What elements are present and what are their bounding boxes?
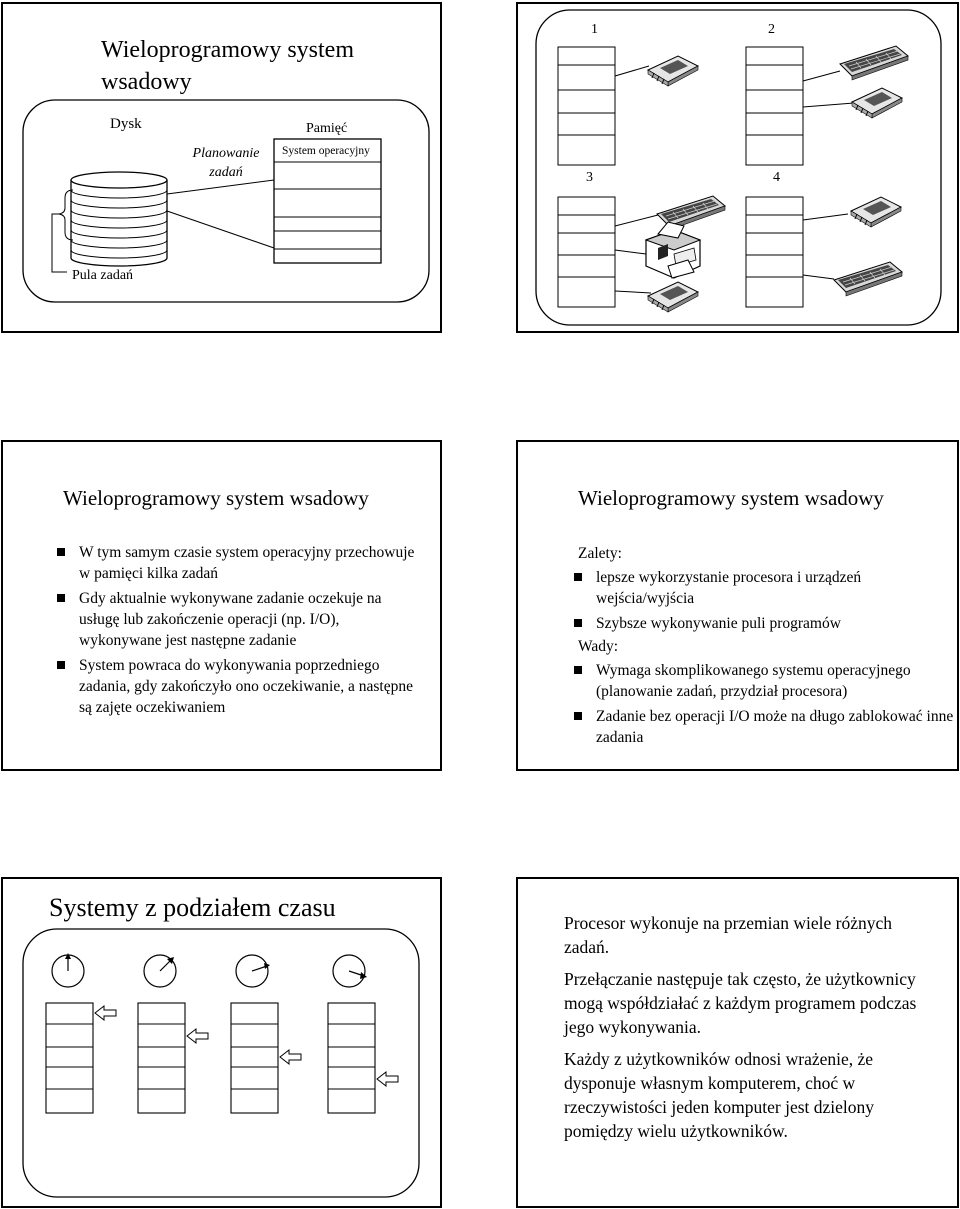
slide-time-sharing-description: Procesor wykonuje na przemian wiele różn… [516,877,959,1208]
disk-label: Dysk [110,116,142,132]
bullet-text: Zadanie bez operacji I/O może na długo z… [596,708,954,746]
cons-label: Wady: [578,638,619,655]
scheduling-line-2: zadań [209,165,243,180]
bullet-square-icon [574,712,582,720]
list-item: Gdy aktualnie wykonywane zadanie oczekuj… [55,588,415,651]
keyboard-icon [839,45,909,81]
title-line-1: Wieloprogramowy system [101,37,354,63]
label-2: 2 [768,22,775,37]
memory-label: Pamięć [306,121,348,136]
os-label: System operacyjny [282,145,370,157]
bullet-square-icon [574,573,582,581]
label-3: 3 [586,170,593,185]
label-4: 4 [773,170,780,185]
pros-list: lepsze wykorzystanie procesora i urządze… [572,567,952,638]
slide-batch-diagram: Wieloprogramowy system wsadowy Dysk Plan… [1,2,442,333]
bullet-square-icon [574,666,582,674]
slide-io-diagram: 1 2 3 4 [516,2,959,333]
bullet-text: Wymaga skomplikowanego systemu operacyjn… [596,662,911,700]
list-item: Zadanie bez operacji I/O może na długo z… [572,706,957,748]
slide-time-sharing-diagram: Systemy z podziałem czasu [1,877,442,1208]
chip-icon [647,281,699,313]
list-item: Szybsze wykonywanie puli programów [572,613,952,634]
slide-title: Wieloprogramowy system wsadowy [578,486,884,510]
bullet-square-icon [57,661,65,669]
slide-title: Wieloprogramowy system wsadowy [101,34,354,98]
paragraph-list: Procesor wykonuje na przemian wiele różn… [564,911,934,1151]
list-item: W tym samym czasie system operacyjny prz… [55,542,415,584]
bullet-square-icon [574,619,582,627]
list-item: Wymaga skomplikowanego systemu operacyjn… [572,660,957,702]
slide-title: Systemy z podziałem czasu [49,893,336,922]
arrow-left-icon [94,1004,117,1022]
scheduling-line-1: Planowanie [192,146,260,161]
bullet-text: System powraca do wykonywania poprzednie… [79,657,413,716]
arrow-left-icon [186,1027,209,1045]
bullet-square-icon [57,594,65,602]
cons-list: Wymaga skomplikowanego systemu operacyjn… [572,660,957,752]
label-1: 1 [591,22,598,37]
slide-batch-description: Wieloprogramowy system wsadowy W tym sam… [1,440,442,771]
time-sharing-diagram [22,928,420,1198]
chip-icon [850,196,902,228]
chip-icon [647,55,699,87]
clock-icon [332,954,367,988]
bullet-text: Szybsze wykonywanie puli programów [596,615,841,632]
scheduling-label: Planowanie zadań [186,144,266,182]
bullet-text: W tym samym czasie system operacyjny prz… [79,544,415,582]
paragraph: Każdy z użytkowników odnosi wrażenie, że… [564,1049,875,1141]
clock-icon [235,954,270,988]
bullet-text: lepsze wykorzystanie procesora i urządze… [596,569,862,607]
list-item: System powraca do wykonywania poprzednie… [55,655,415,718]
title-line-2: wsadowy [101,69,192,95]
arrow-left-icon [376,1070,399,1088]
clock-icon [143,954,177,988]
batch-diagram [22,99,430,303]
pool-label: Pula zadań [72,268,134,283]
bullet-square-icon [57,548,65,556]
printer-icon [644,221,702,279]
keyboard-icon [833,261,903,297]
slide-pros-cons: Wieloprogramowy system wsadowy Zalety: l… [516,440,959,771]
paragraph: Przełączanie następuje tak często, że uż… [564,969,917,1037]
io-diagram [535,9,942,326]
chip-icon [851,87,903,119]
slide-title: Wieloprogramowy system wsadowy [63,486,369,510]
paragraph: Procesor wykonuje na przemian wiele różn… [564,913,893,957]
list-item: lepsze wykorzystanie procesora i urządze… [572,567,952,609]
bullet-list: W tym samym czasie system operacyjny prz… [55,542,415,722]
clock-icon [51,953,85,988]
bullet-text: Gdy aktualnie wykonywane zadanie oczekuj… [79,590,382,649]
pros-label: Zalety: [578,545,622,562]
arrow-left-icon [279,1048,302,1066]
